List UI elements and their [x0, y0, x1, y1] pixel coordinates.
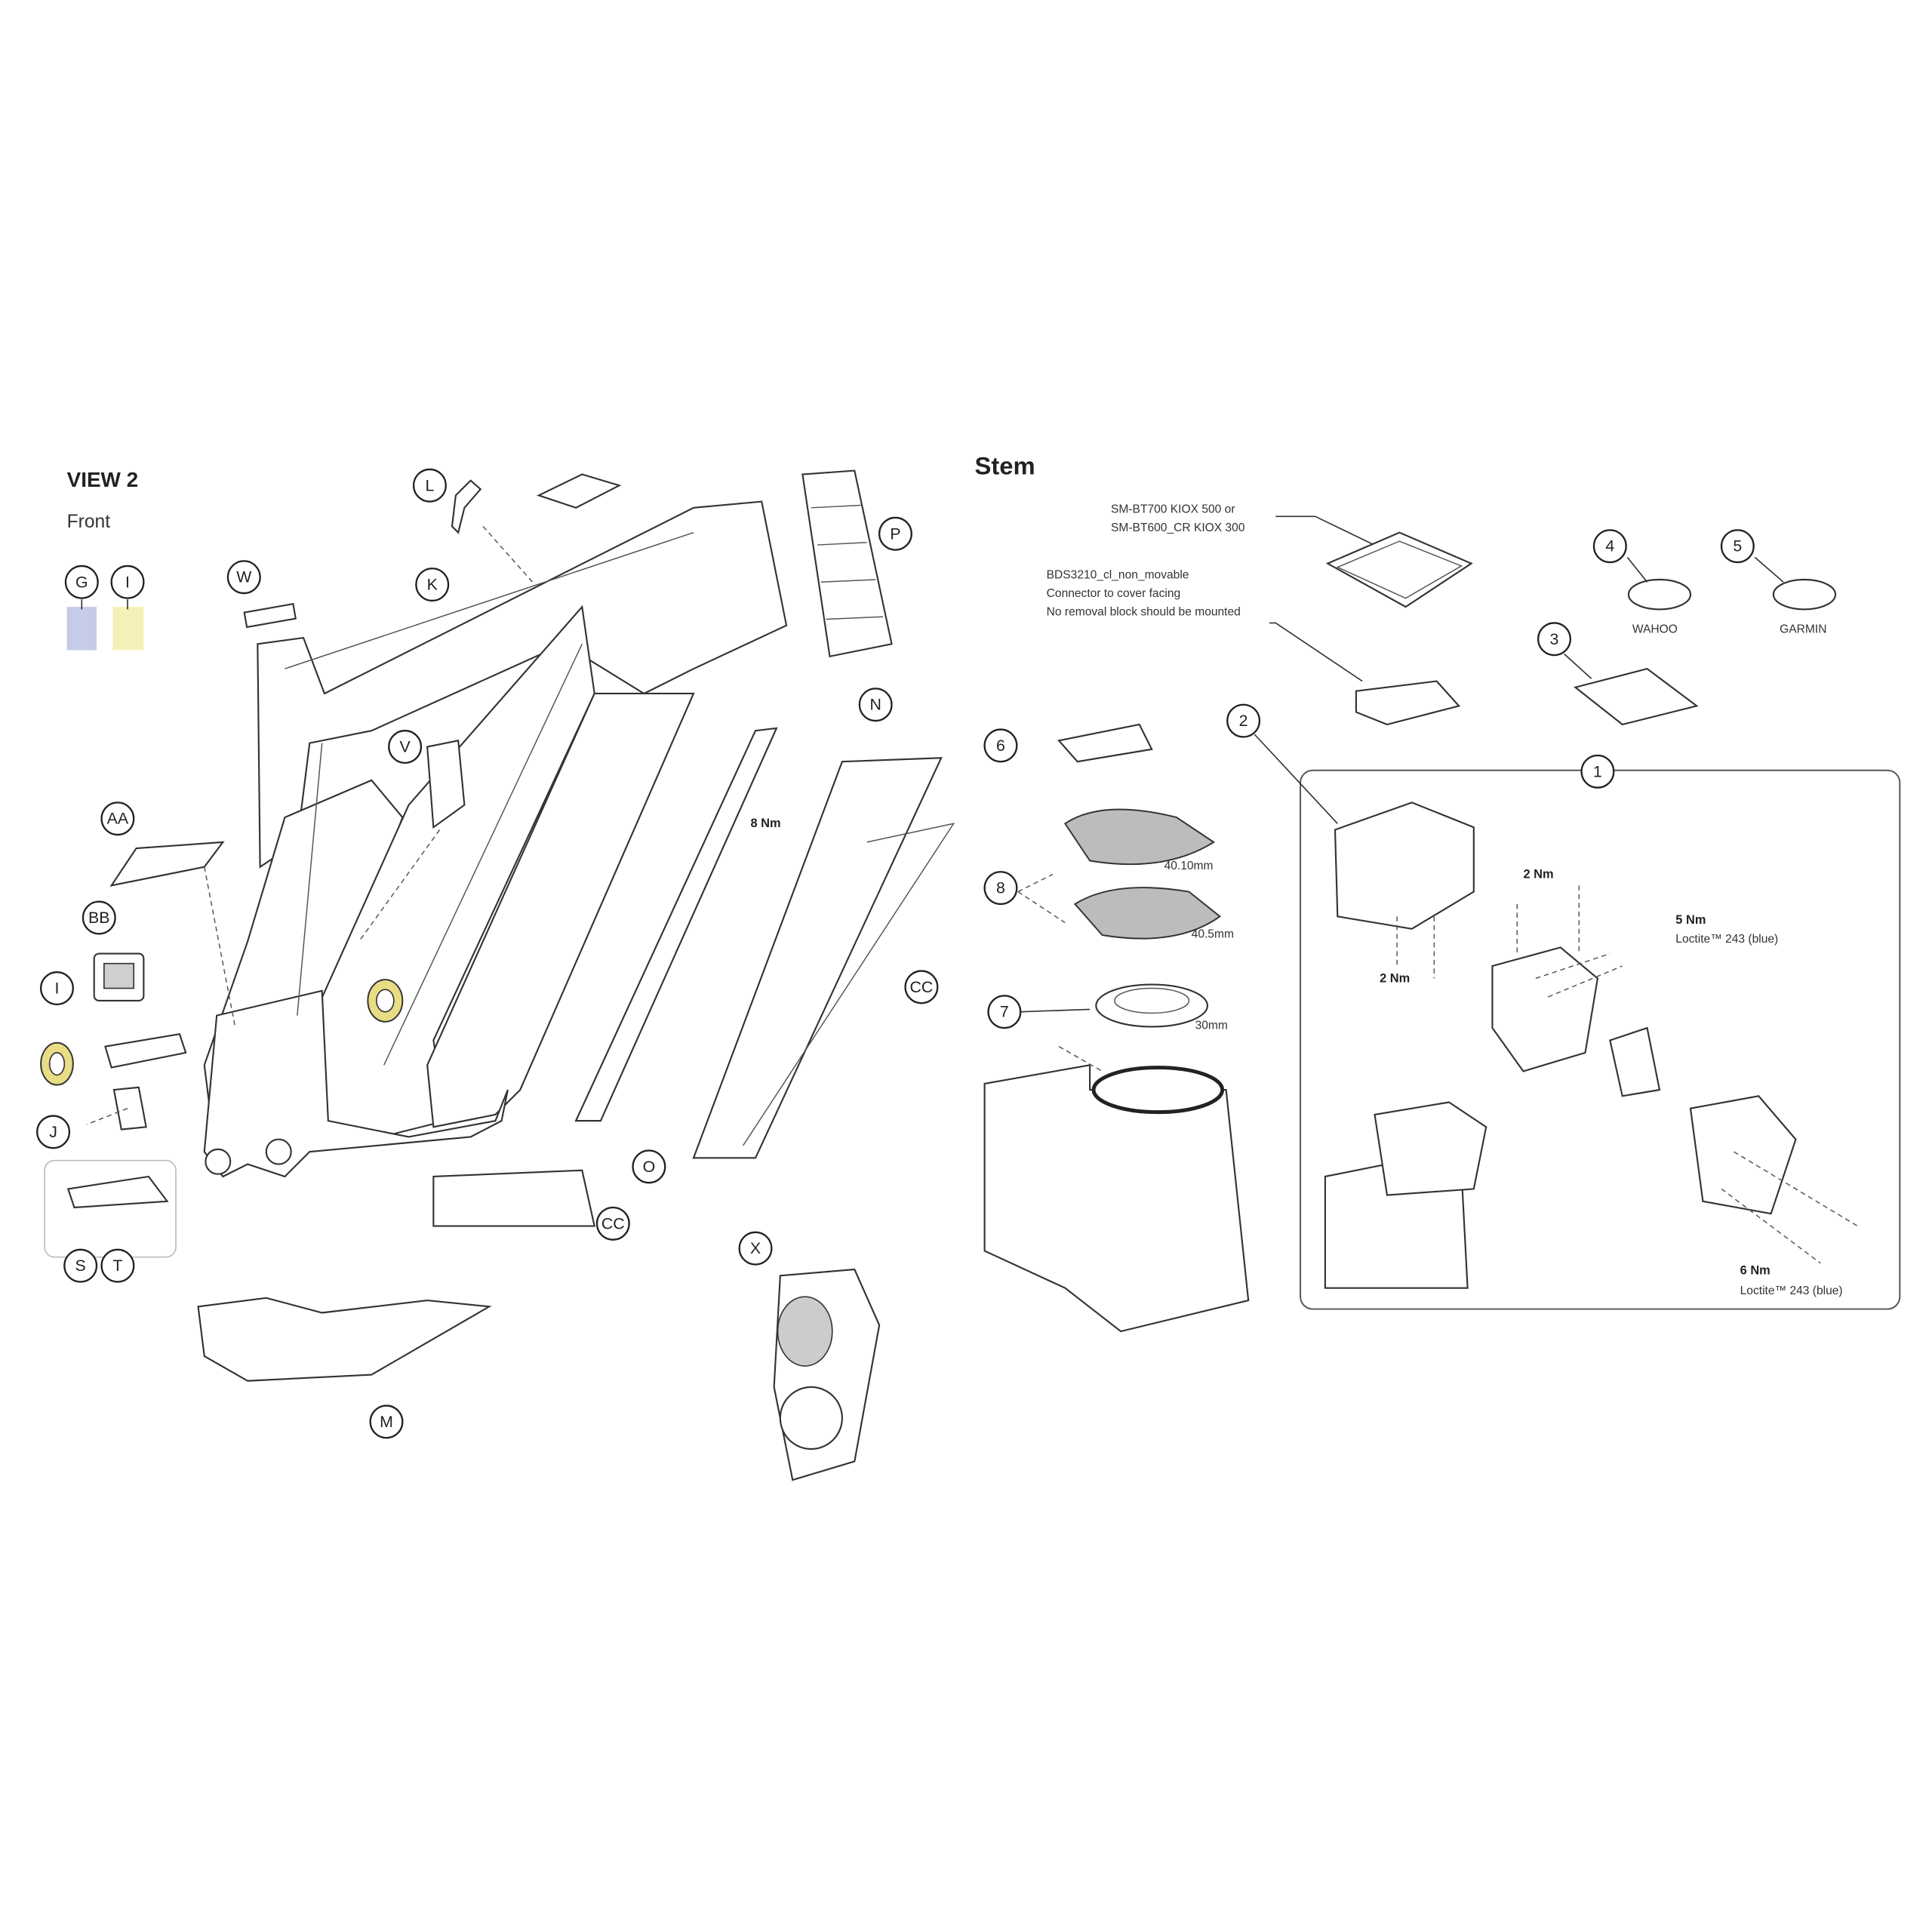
- stem-title: Stem: [974, 452, 1035, 480]
- callout-legend-g: G: [64, 565, 99, 599]
- legend-swatch-g: [66, 607, 97, 651]
- view-title: VIEW 2: [67, 468, 139, 491]
- display-note-line-1: SM-BT700 KIOX 500 or: [1111, 503, 1235, 515]
- spacer-label-3: 30mm: [1195, 1020, 1228, 1032]
- stem-parts-drawing: [983, 531, 1901, 1333]
- svg-text:AA: AA: [107, 810, 129, 828]
- svg-text:6: 6: [996, 737, 1005, 755]
- callout-cc-2: CC: [595, 1206, 630, 1241]
- callout-k: K: [415, 568, 450, 602]
- callout-bb: BB: [82, 900, 116, 935]
- callout-o: O: [632, 1149, 666, 1184]
- svg-text:G: G: [75, 573, 88, 591]
- callout-6: 6: [983, 728, 1018, 763]
- connector-note-line-1: BDS3210_cl_non_movable: [1047, 568, 1189, 581]
- callout-4: 4: [1592, 529, 1627, 564]
- svg-text:X: X: [750, 1239, 761, 1257]
- svg-text:K: K: [427, 576, 438, 594]
- svg-text:8: 8: [996, 879, 1005, 897]
- svg-text:N: N: [870, 696, 881, 714]
- callout-7: 7: [987, 995, 1022, 1029]
- wahoo-label: WAHOO: [1632, 623, 1678, 636]
- svg-text:4: 4: [1605, 537, 1614, 555]
- callout-m: M: [369, 1404, 404, 1439]
- callout-t: T: [100, 1248, 135, 1283]
- svg-text:L: L: [425, 476, 434, 494]
- callout-s: S: [63, 1248, 98, 1283]
- callout-v: V: [388, 730, 423, 764]
- torque-6nm-note: Loctite™ 243 (blue): [1740, 1284, 1843, 1297]
- bike-frame-drawing: [40, 469, 955, 1481]
- callout-8: 8: [983, 871, 1018, 906]
- svg-text:J: J: [49, 1123, 57, 1141]
- callout-5: 5: [1720, 529, 1755, 564]
- callout-3: 3: [1537, 622, 1571, 657]
- spacer-label-1: 40.10mm: [1164, 860, 1214, 872]
- torque-2nm-top: 2 Nm: [1523, 867, 1553, 881]
- svg-text:3: 3: [1550, 630, 1559, 648]
- callout-2: 2: [1226, 703, 1261, 738]
- svg-text:CC: CC: [601, 1214, 625, 1232]
- svg-text:P: P: [890, 525, 900, 543]
- svg-text:CC: CC: [910, 978, 934, 996]
- callout-1: 1: [1580, 754, 1615, 789]
- spacer-label-2: 40.5mm: [1192, 928, 1234, 940]
- torque-5nm-note: Loctite™ 243 (blue): [1675, 933, 1778, 946]
- legend-swatch-i: [112, 607, 144, 651]
- callout-j: J: [36, 1115, 71, 1149]
- svg-text:7: 7: [1000, 1003, 1009, 1021]
- garmin-label: GARMIN: [1780, 623, 1826, 636]
- callout-legend-i: I: [110, 565, 145, 599]
- callout-x: X: [738, 1231, 773, 1266]
- torque-6nm: 6 Nm: [1740, 1264, 1770, 1278]
- svg-text:5: 5: [1733, 537, 1742, 555]
- callout-w: W: [226, 560, 261, 595]
- callout-cc: CC: [904, 970, 939, 1004]
- svg-text:O: O: [643, 1158, 656, 1176]
- connector-note-line-3: No removal block should be mounted: [1047, 606, 1241, 619]
- callout-l: L: [412, 468, 447, 503]
- svg-text:S: S: [75, 1257, 86, 1275]
- torque-label-8nm: 8 Nm: [750, 817, 780, 830]
- callout-i: I: [40, 971, 74, 1006]
- svg-text:W: W: [236, 568, 252, 586]
- callout-n: N: [858, 688, 893, 722]
- torque-5nm: 5 Nm: [1675, 913, 1706, 927]
- svg-text:I: I: [55, 980, 60, 998]
- svg-text:M: M: [380, 1413, 393, 1431]
- callout-aa: AA: [100, 801, 135, 836]
- connector-note-line-2: Connector to cover facing: [1047, 587, 1181, 600]
- svg-text:V: V: [399, 738, 411, 756]
- display-note-line-2: SM-BT600_CR KIOX 300: [1111, 521, 1245, 534]
- callout-p: P: [878, 516, 912, 551]
- svg-text:BB: BB: [88, 909, 109, 927]
- torque-2nm-bottom: 2 Nm: [1380, 971, 1410, 985]
- svg-text:I: I: [125, 573, 130, 591]
- svg-text:1: 1: [1593, 762, 1602, 780]
- svg-text:T: T: [112, 1257, 122, 1275]
- view-subtitle: Front: [67, 512, 111, 532]
- svg-text:2: 2: [1239, 712, 1248, 730]
